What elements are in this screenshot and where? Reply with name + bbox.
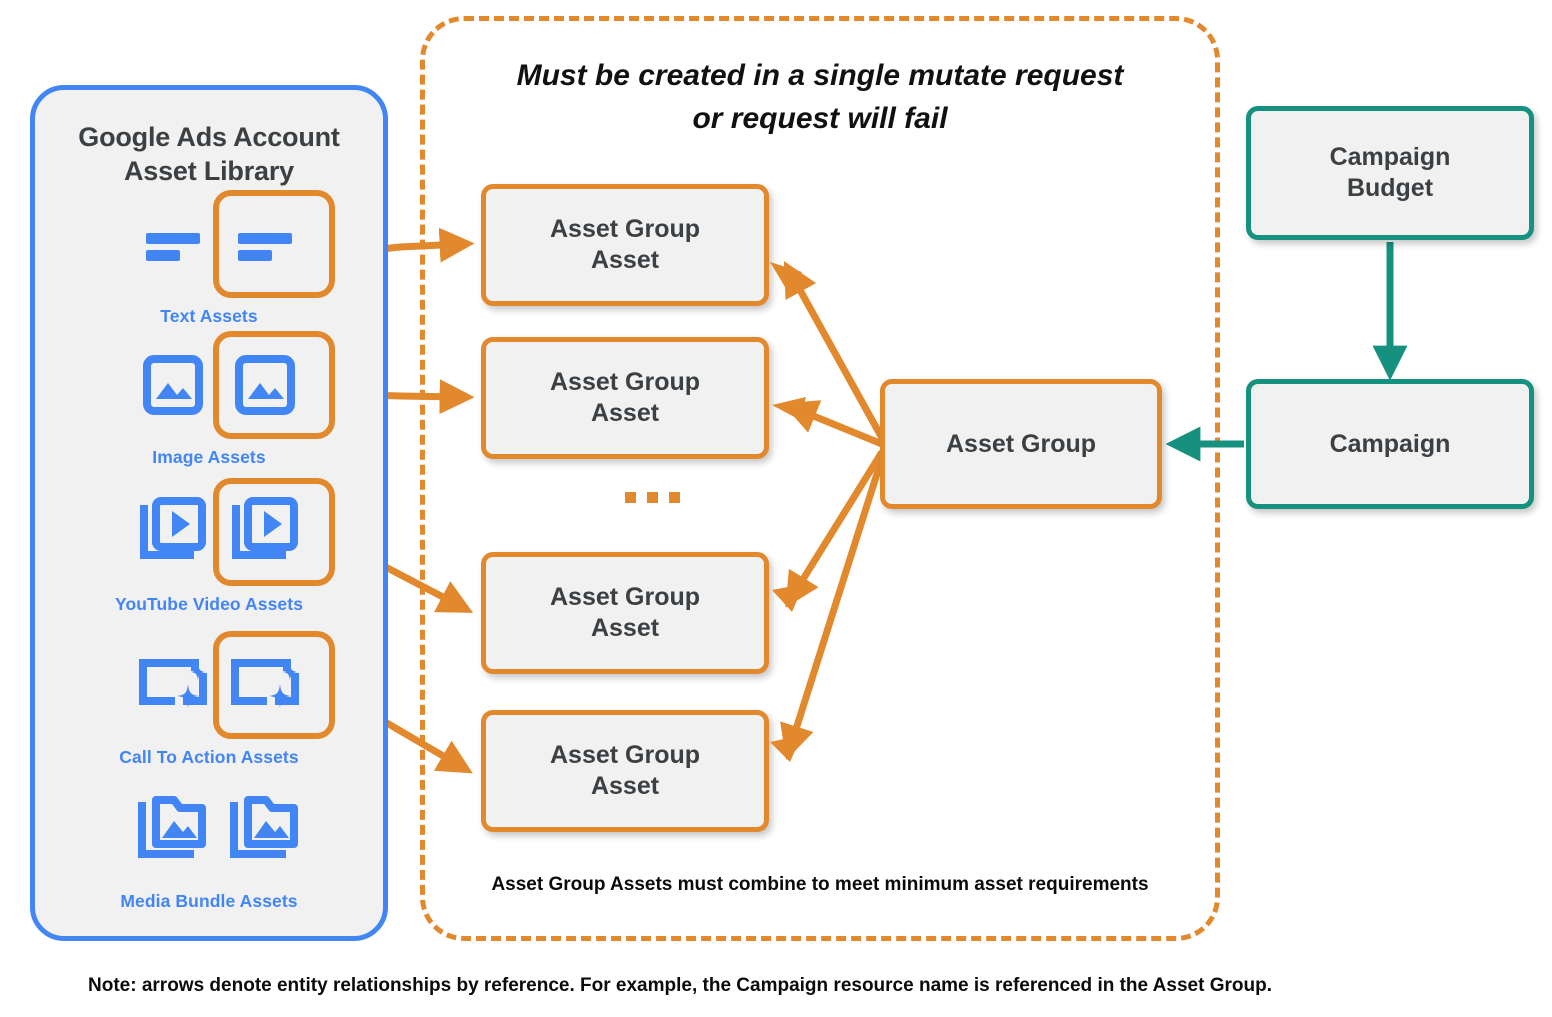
- asset-group-asset-node[interactable]: Asset Group Asset: [481, 710, 769, 832]
- asset-row-media-bundle[interactable]: Media Bundle Assets: [35, 787, 383, 927]
- asset-group-node[interactable]: Asset Group: [880, 379, 1162, 509]
- asset-row-label-youtube: YouTube Video Assets: [114, 594, 304, 614]
- text-asset-icon: [223, 202, 307, 286]
- asset-selection-highlight: [213, 331, 335, 439]
- campaign-node[interactable]: Campaign: [1246, 379, 1534, 509]
- asset-selection-highlight: [213, 190, 335, 298]
- asset-library-panel: Google Ads Account Asset Library: [30, 85, 388, 941]
- asset-row-cta[interactable]: Call To Action Assets: [35, 631, 383, 783]
- asset-icons-text: [131, 190, 341, 302]
- asset-row-text[interactable]: Text Assets: [35, 190, 383, 342]
- mutate-request-title: Must be created in a single mutate reque…: [516, 59, 1124, 135]
- image-asset-icon: [131, 343, 215, 427]
- youtube-video-asset-icon: [131, 490, 215, 574]
- asset-group-asset-node[interactable]: Asset Group Asset: [481, 337, 769, 459]
- asset-group-asset-node[interactable]: Asset Group Asset: [481, 552, 769, 674]
- asset-group-asset-node[interactable]: Asset Group Asset: [481, 184, 769, 306]
- youtube-video-asset-icon: [223, 490, 307, 574]
- call-to-action-asset-icon: [131, 643, 215, 727]
- ellipsis-dot: [625, 491, 636, 503]
- asset-row-label-image: Image Assets: [152, 447, 266, 467]
- campaign-budget-node[interactable]: Campaign Budget: [1246, 106, 1534, 240]
- asset-row-image[interactable]: Image Assets: [35, 331, 383, 483]
- asset-row-label-cta: Call To Action Assets: [119, 747, 299, 767]
- asset-selection-highlight: [213, 631, 335, 739]
- asset-icons-image: [131, 331, 341, 443]
- asset-icons-youtube: [131, 478, 341, 590]
- asset-row-youtube[interactable]: YouTube Video Assets: [35, 478, 383, 630]
- asset-row-label-media-bundle: Media Bundle Assets: [120, 891, 298, 911]
- ellipsis-dot: [669, 491, 680, 503]
- image-asset-icon: [223, 343, 307, 427]
- asset-row-label-text: Text Assets: [160, 306, 258, 326]
- ellipsis-dot: [647, 491, 658, 503]
- ellipsis-indicator: [625, 487, 685, 507]
- diagram-note: Note: arrows denote entity relationships…: [88, 975, 1272, 996]
- mutate-footnote: Asset Group Assets must combine to meet …: [491, 874, 1149, 895]
- media-bundle-asset-icon: [131, 787, 215, 871]
- call-to-action-asset-icon: [223, 643, 307, 727]
- asset-icons-cta: [131, 631, 341, 743]
- asset-selection-highlight: [213, 478, 335, 586]
- media-bundle-asset-icon: [223, 787, 307, 871]
- text-asset-icon: [131, 202, 215, 286]
- mutate-request-container: [420, 16, 1220, 941]
- asset-library-title: Google Ads Account Asset Library: [78, 122, 340, 187]
- asset-icons-media-bundle: [131, 787, 341, 887]
